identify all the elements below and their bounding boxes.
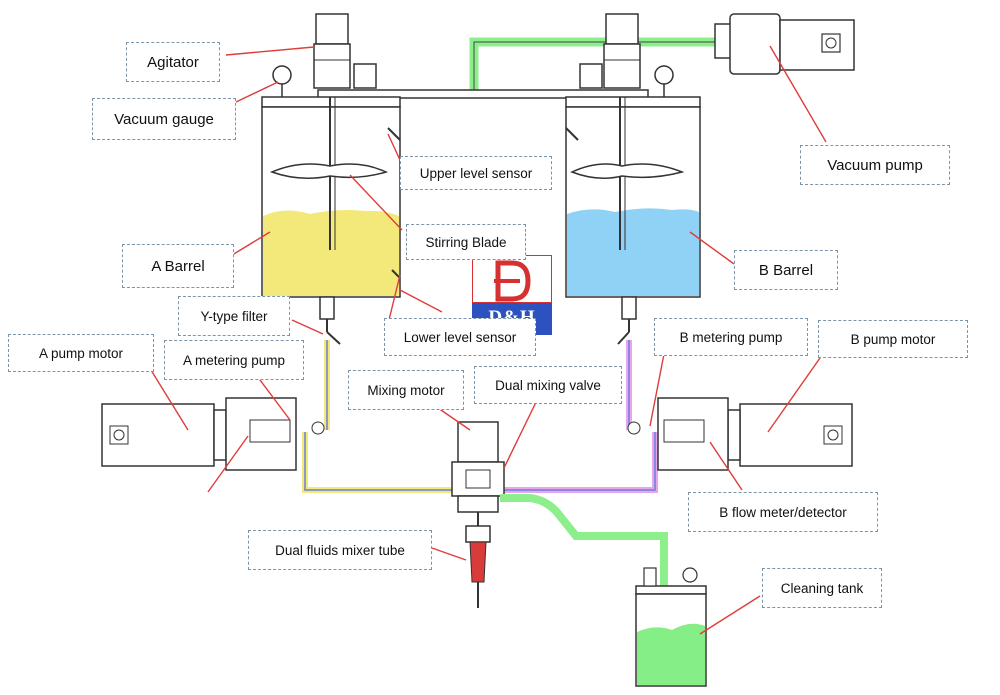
label-b-metering-pump: B metering pump — [654, 318, 808, 356]
label-b-flow-meter: B flow meter/detector — [688, 492, 878, 532]
mixer-tube — [469, 541, 487, 583]
label-dual-fluids-mixer-tube: Dual fluids mixer tube — [248, 530, 432, 570]
a-pump-motor-drawing — [101, 397, 325, 471]
top-rail — [317, 89, 649, 99]
label-cleaning-tank: Cleaning tank — [762, 568, 882, 608]
b-pump-motor-drawing — [627, 397, 853, 471]
fluid-a — [263, 210, 399, 296]
label-dual-mixing-valve: Dual mixing valve — [474, 366, 622, 404]
vacuum-pump — [714, 13, 855, 75]
b-fluid-line — [500, 340, 658, 493]
b-barrel-assembly — [565, 13, 701, 345]
fluid-b — [567, 208, 699, 296]
mixing-valve-drawing — [451, 421, 505, 608]
label-y-type-filter: Y-type filter — [178, 296, 290, 336]
cleaning-fluid — [637, 623, 705, 685]
label-vacuum-gauge: Vacuum gauge — [92, 98, 236, 140]
label-vacuum-pump: Vacuum pump — [800, 145, 950, 185]
label-agitator: Agitator — [126, 42, 220, 82]
label-upper-level-sensor: Upper level sensor — [400, 156, 552, 190]
a-fluid-line — [302, 340, 460, 493]
cleaning-line — [500, 494, 668, 604]
label-a-pump-motor: A pump motor — [8, 334, 154, 372]
label-mixing-motor: Mixing motor — [348, 370, 464, 410]
label-stirring-blade: Stirring Blade — [406, 224, 526, 260]
label-b-pump-motor: B pump motor — [818, 320, 968, 358]
a-barrel-assembly — [261, 13, 401, 345]
label-b-barrel: B Barrel — [734, 250, 838, 290]
label-a-metering-pump: A metering pump — [164, 340, 304, 380]
label-a-barrel: A Barrel — [122, 244, 234, 288]
label-lower-level-sensor: Lower level sensor — [384, 318, 536, 356]
cleaning-tank-drawing — [635, 567, 707, 687]
